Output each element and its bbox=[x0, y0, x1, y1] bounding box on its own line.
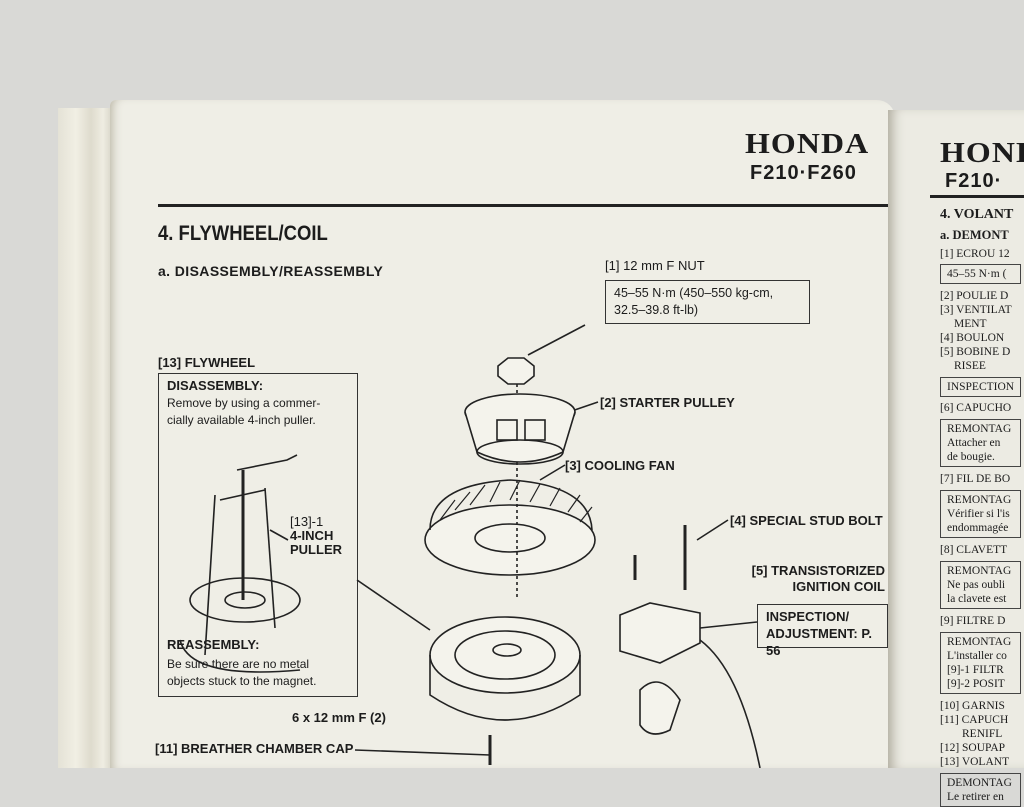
nut-label: [1] 12 mm F NUT bbox=[605, 258, 705, 273]
right-page-text: 4. VOLANT a. DEMONT [1] ECROU 12 45–55 N… bbox=[940, 205, 1022, 807]
reassembly-text: Be sure there are no metal objects stuck… bbox=[167, 657, 317, 688]
torque-spec-box: 45–55 N·m (450–550 kg-cm, 32.5–39.8 ft-l… bbox=[605, 280, 810, 324]
section-title: 4. FLYWHEEL/COIL bbox=[158, 222, 328, 245]
reassembly-heading: REASSEMBLY: bbox=[167, 637, 260, 652]
disassembly-heading: DISASSEMBLY: bbox=[167, 378, 264, 393]
starter-pulley-label: [2] STARTER PULLEY bbox=[600, 395, 735, 410]
model-number: F210·F260 bbox=[750, 162, 857, 184]
bolt-label: 6 x 12 mm F (2) bbox=[292, 710, 386, 725]
page-stack-edge bbox=[58, 108, 118, 768]
flywheel-note-box: DISASSEMBLY: Remove by using a commer- c… bbox=[158, 373, 358, 697]
flywheel-label: [13] FLYWHEEL bbox=[158, 355, 256, 370]
puller-label: [13]-1 4-INCH PULLER bbox=[290, 514, 342, 557]
stud-bolt-label: [4] SPECIAL STUD BOLT bbox=[730, 513, 883, 528]
right-header-rule bbox=[930, 195, 1024, 198]
disassembly-text: Remove by using a commer- cially availab… bbox=[167, 396, 321, 427]
right-page bbox=[888, 110, 1024, 768]
exploded-view-illustration bbox=[179, 324, 761, 768]
cooling-fan-label: [3] COOLING FAN bbox=[565, 458, 675, 473]
nut-icon bbox=[497, 357, 535, 385]
inspection-box: INSPECTION/ ADJUSTMENT: P. 56 bbox=[757, 604, 888, 658]
header-rule bbox=[158, 204, 888, 207]
ignition-coil-label: [5] TRANSISTORIZED IGNITION COIL bbox=[751, 563, 885, 594]
subsection-title: a. DISASSEMBLY/REASSEMBLY bbox=[158, 263, 384, 279]
brand-logo: HONDA bbox=[745, 128, 870, 160]
right-brand-logo: HONDA bbox=[940, 137, 1024, 169]
right-model-number: F210· bbox=[945, 170, 1003, 192]
callout-line-nut bbox=[527, 324, 586, 356]
breather-cap-label: [11] BREATHER CHAMBER CAP bbox=[155, 741, 354, 756]
